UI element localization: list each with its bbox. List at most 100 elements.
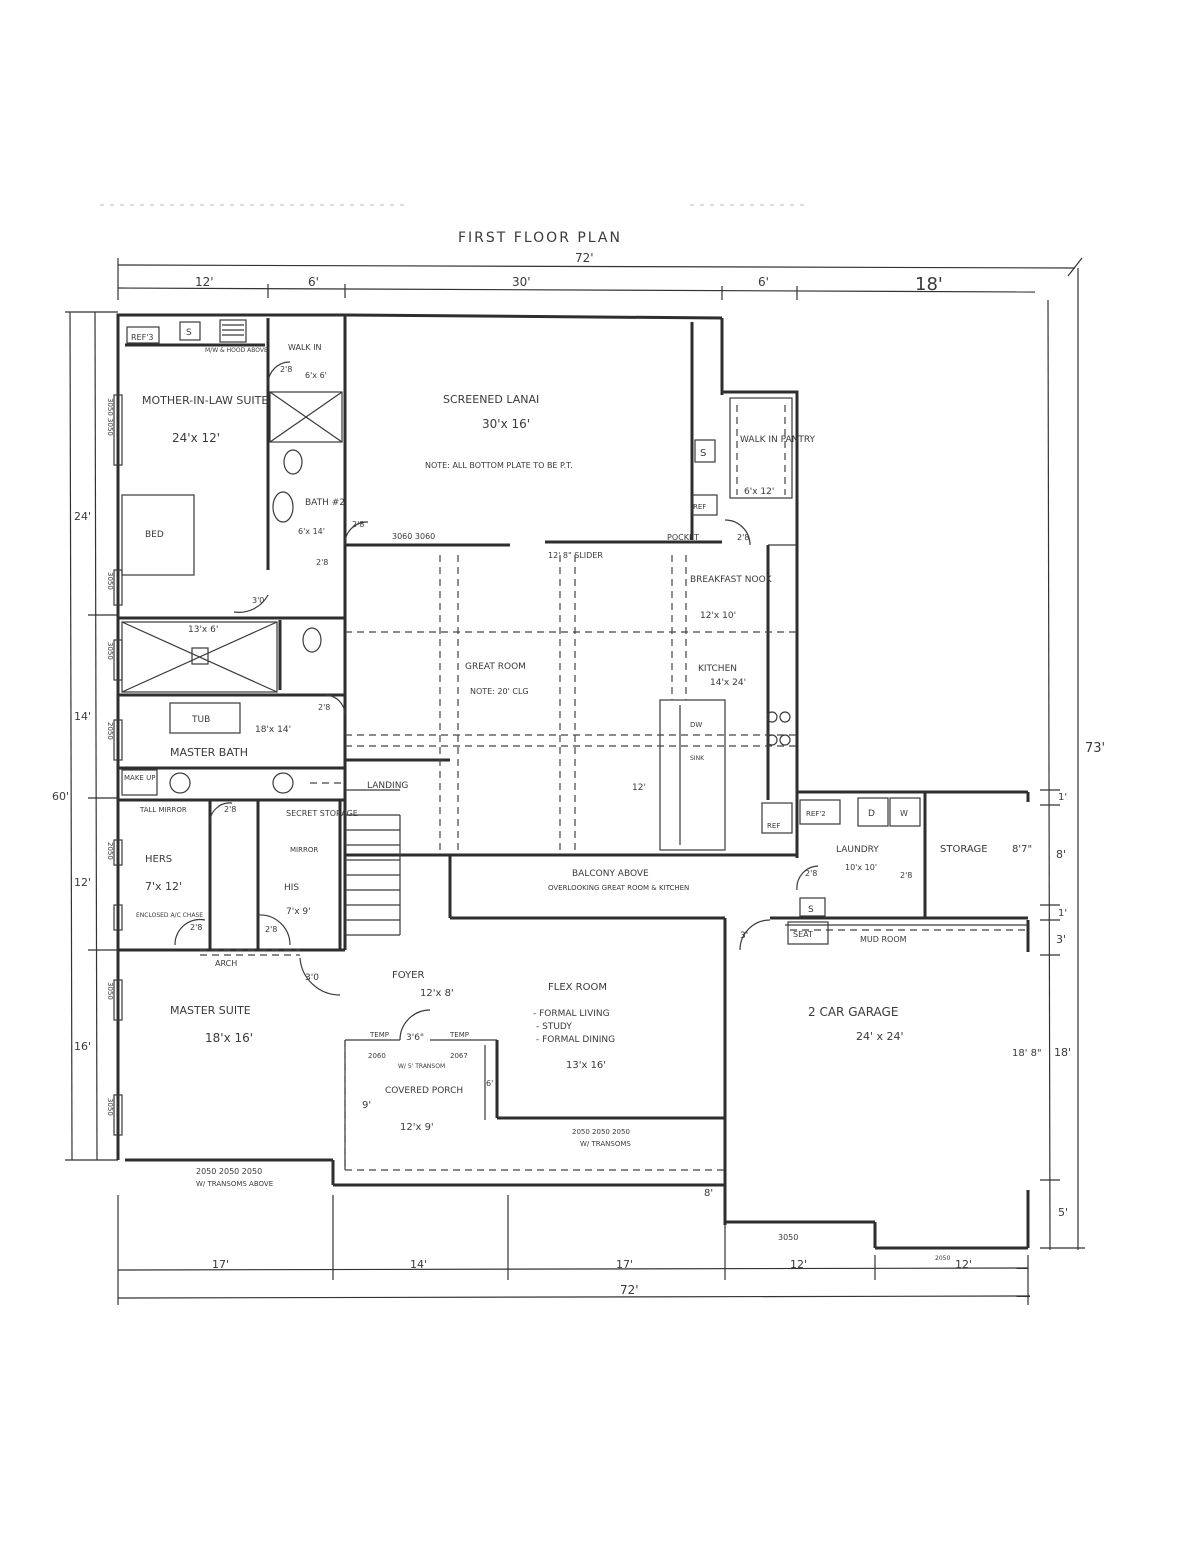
label-temp1: TEMP: [369, 1031, 389, 1039]
left-dimension-line: [65, 311, 118, 1161]
label-door-30-a: 3'0: [252, 596, 264, 605]
dim-stair: 12': [632, 783, 646, 793]
dim-left-24: 24': [74, 510, 91, 523]
label-mirror: MIRROR: [290, 846, 318, 854]
dim-bottom-12a: 12': [790, 1258, 807, 1271]
fixtures: [121, 319, 921, 945]
dim-top-total: 72': [575, 251, 594, 265]
label-kitchen: KITCHEN: [698, 664, 737, 674]
label-door-28-h: 2'8: [737, 533, 749, 542]
label-door-28-b: 2'8: [352, 520, 364, 529]
label-storage: STORAGE: [940, 844, 988, 855]
label-door-28-f: 2'8: [190, 923, 202, 932]
label-his: HIS: [284, 883, 299, 893]
label-walk-in: WALK IN: [288, 343, 322, 352]
label-seat: SEAT: [793, 930, 813, 939]
dim-porch-side: 9': [362, 1100, 371, 1111]
label-master-suite-size: 18'x 16': [205, 1031, 253, 1045]
label-master-bath-size: 18'x 14': [255, 725, 291, 735]
label-foyer-size: 12'x 8': [420, 988, 454, 999]
label-bath2-size: 6'x 14': [298, 527, 325, 536]
label-window-garage: 3050: [778, 1233, 798, 1242]
label-door-28-g: 2'8: [265, 925, 277, 934]
dim-top-6a: 6': [308, 275, 319, 289]
label-windows-flex-note: W/ TRANSOMS: [580, 1140, 631, 1148]
label-dryer: D: [868, 809, 875, 819]
label-door-28-e: 2'8: [224, 805, 236, 814]
label-porch-size: 12'x 9': [400, 1122, 434, 1133]
dim-left-total: 60': [52, 790, 69, 803]
dim-bottom-total: 72': [620, 1283, 639, 1297]
label-sink: SINK: [690, 755, 705, 762]
label-garage: 2 CAR GARAGE: [808, 1005, 898, 1019]
ceiling-beam-lines: [200, 405, 1025, 956]
label-tub: TUB: [191, 715, 210, 725]
label-washer: W: [900, 809, 908, 818]
label-window-left-3: 3050: [106, 642, 114, 660]
dim-right-total: 73': [1085, 741, 1105, 756]
right-dimension-line: [1040, 268, 1085, 1251]
dim-porch-inner: 6': [486, 1079, 493, 1088]
label-sink-s1: S: [186, 328, 192, 338]
label-window-left-4: 2050: [106, 722, 114, 740]
label-arch: ARCH: [215, 959, 237, 968]
label-flex-size: 13'x 16': [566, 1060, 606, 1071]
dim-bottom-17b: 17': [616, 1258, 633, 1271]
label-laundry-size: 10'x 10': [845, 863, 877, 872]
label-ref3: REF'3: [131, 333, 154, 342]
label-foyer: FOYER: [392, 970, 425, 981]
label-3060: 3060 3060: [392, 532, 435, 541]
label-garage-size: 24' x 24': [856, 1030, 904, 1043]
left-windows: [113, 394, 123, 1136]
label-master-bath: MASTER BATH: [170, 746, 248, 759]
label-pocket: POCKET: [667, 533, 699, 542]
label-laundry: LAUNDRY: [836, 845, 879, 855]
dim-left-14: 14': [74, 710, 91, 723]
label-balcony: BALCONY ABOVE: [572, 869, 649, 879]
label-windows-suite-note: W/ TRANSOMS ABOVE: [196, 1180, 273, 1188]
label-tall-mirror: TALL MIRROR: [139, 806, 187, 814]
label-pantry-size: 6'x 12': [744, 487, 774, 497]
label-walk-in-size: 6'x 6': [305, 371, 327, 380]
label-dw: DW: [690, 721, 702, 729]
dim-right-1b: 1': [1058, 908, 1067, 919]
label-ref2: REF'2: [806, 810, 826, 818]
label-mw-hood: M/W & HOOD ABOVE: [205, 347, 268, 354]
label-flex-use-3: - FORMAL DINING: [536, 1035, 615, 1045]
label-flex: FLEX ROOM: [548, 982, 607, 993]
label-great-room: GREAT ROOM: [465, 662, 526, 672]
label-bath2: BATH #2: [305, 498, 345, 508]
label-landing: LANDING: [367, 781, 408, 791]
bottom-dimension-line: [117, 1195, 1031, 1305]
label-lanai-size: 30'x 16': [482, 417, 530, 431]
label-mother-in-law-size: 24'x 12': [172, 431, 220, 445]
label-make-up: MAKE UP: [124, 774, 155, 782]
dim-top-6b: 6': [758, 275, 769, 289]
dim-bottom-12b: 12': [955, 1258, 972, 1271]
label-slider: 12' 8" SLIDER: [548, 551, 603, 560]
label-great-room-note: NOTE: 20' CLG: [470, 687, 529, 696]
label-hers-size: 7'x 12': [145, 880, 182, 893]
label-sink-s3: S: [808, 905, 814, 915]
label-flex-use-1: - FORMAL LIVING: [533, 1009, 610, 1019]
label-windows-flex: 2050 2050 2050: [572, 1128, 630, 1136]
dim-bottom-17a: 17': [212, 1258, 229, 1271]
dim-porch-step: 8': [704, 1188, 713, 1199]
label-storage-size: 8'7": [1012, 844, 1032, 855]
dim-bottom-14: 14': [410, 1258, 427, 1271]
label-pantry: WALK IN PANTRY: [740, 435, 816, 445]
dim-right-5: 5': [1058, 1206, 1068, 1219]
label-2060: 2060: [368, 1052, 386, 1060]
label-lanai: SCREENED LANAI: [443, 393, 539, 406]
label-window-left-1: 3050 3050: [106, 398, 114, 436]
label-door-3-a: 3': [740, 931, 748, 941]
label-door-28-j: 2'8: [900, 871, 912, 880]
label-window-left-5: 2050: [106, 842, 114, 860]
dim-right-18: 18': [1054, 1046, 1071, 1059]
label-breakfast-size: 12'x 10': [700, 611, 736, 621]
label-2067: 2067: [450, 1052, 468, 1060]
label-balcony-note: OVERLOOKING GREAT ROOM & KITCHEN: [548, 884, 689, 892]
dim-right-3: 3': [1056, 933, 1066, 946]
label-lanai-note: NOTE: ALL BOTTOM PLATE TO BE P.T.: [425, 461, 573, 470]
